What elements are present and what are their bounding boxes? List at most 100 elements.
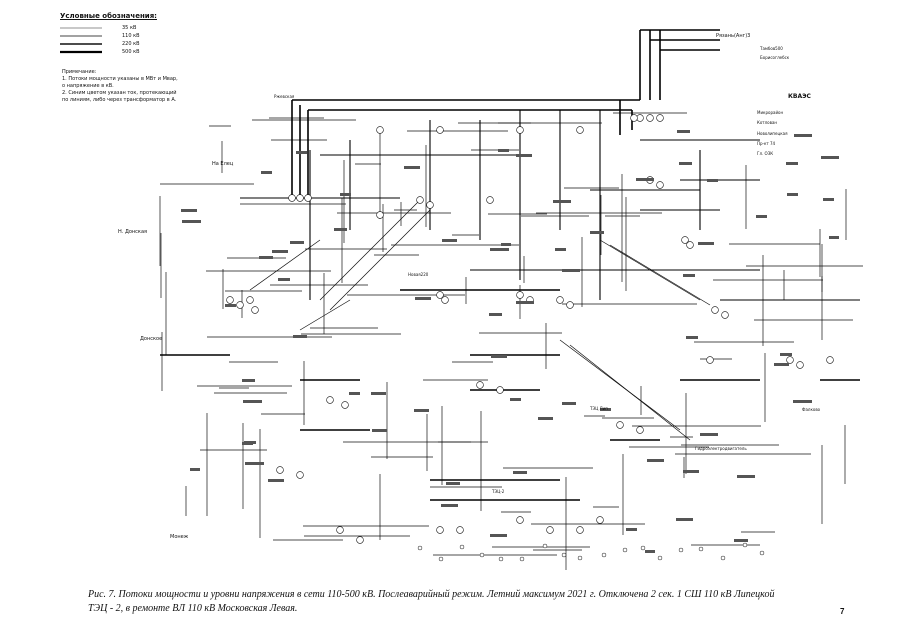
diagonal-line-0 <box>319 199 421 301</box>
value-label-53 <box>372 429 387 432</box>
transformer-node-20 <box>441 296 449 304</box>
legend-line-500kv <box>60 50 102 54</box>
value-label-45 <box>677 130 690 133</box>
transformer-node-45 <box>616 421 624 429</box>
value-label-51 <box>513 471 527 474</box>
transformer-node-48 <box>426 201 434 209</box>
generator-node-15 <box>720 555 726 561</box>
transformer-node-49 <box>486 196 494 204</box>
value-label-0 <box>489 313 502 316</box>
power-network-diagram: Рязань(Анг)3 КВАЭС Тамбов500 Борисоглебс… <box>118 29 863 570</box>
value-label-16 <box>441 504 458 507</box>
notes-line-1: 1. Потоки мощности указаны в МВт и Мвар, <box>62 76 178 82</box>
generator-node-7 <box>561 552 567 558</box>
label-tets2: ТЭЦ-2 <box>491 489 505 494</box>
value-label-65 <box>501 243 511 246</box>
transformer-node-7 <box>516 126 524 134</box>
value-label-54 <box>245 462 264 465</box>
value-label-68 <box>334 228 347 231</box>
transformer-node-15 <box>226 296 234 304</box>
generator-node-14 <box>698 546 704 552</box>
label-novolipetsk: Новолипецкая <box>757 131 788 136</box>
generator-node-8 <box>577 555 583 561</box>
transformer-node-34 <box>546 526 554 534</box>
value-label-50 <box>636 178 654 181</box>
transformer-node-50 <box>376 211 384 219</box>
value-label-17 <box>645 550 655 553</box>
transformer-node-42 <box>341 401 349 409</box>
transformer-node-9 <box>376 126 384 134</box>
label-kotlovan: Котлован <box>757 120 777 125</box>
value-label-49 <box>647 459 664 462</box>
value-label-61 <box>190 468 200 471</box>
generator-node-9 <box>601 552 607 558</box>
notes-line-2: о напряжение в кВ. <box>62 83 114 89</box>
label-falkovo: Фалково <box>802 407 821 412</box>
value-label-36 <box>821 156 839 159</box>
value-label-27 <box>181 209 197 212</box>
value-label-23 <box>737 475 755 478</box>
caption-line-1: Рис. 7. Потоки мощности и уровни напряже… <box>88 589 775 600</box>
transformer-node-18 <box>251 306 259 314</box>
value-label-18 <box>243 400 262 403</box>
transformer-node-6 <box>630 114 638 122</box>
generator-node-1 <box>438 556 444 562</box>
value-label-35 <box>756 215 767 218</box>
value-label-21 <box>786 162 798 165</box>
value-label-15 <box>676 518 693 521</box>
generator-node-12 <box>657 555 663 561</box>
value-label-59 <box>794 134 812 137</box>
transformer-node-2 <box>304 194 312 202</box>
value-label-5 <box>296 151 307 154</box>
transformer-node-38 <box>356 536 364 544</box>
transformer-node-36 <box>596 516 604 524</box>
transformer-node-32 <box>456 526 464 534</box>
diagonal-line-7 <box>249 239 321 291</box>
transformer-node-26 <box>721 311 729 319</box>
value-label-64 <box>371 392 386 395</box>
legend-label-110kv: 110 кВ <box>122 33 140 39</box>
value-label-58 <box>490 534 507 537</box>
value-label-2 <box>340 193 351 196</box>
value-label-34 <box>415 297 431 300</box>
value-label-44 <box>626 528 637 531</box>
transformer-node-27 <box>786 356 794 364</box>
label-rzhevka: Ржевская <box>274 94 295 99</box>
transformer-node-37 <box>336 526 344 534</box>
transformer-node-13 <box>681 236 689 244</box>
transformer-node-39 <box>276 466 284 474</box>
transformer-node-12 <box>656 181 664 189</box>
value-label-7 <box>516 154 532 157</box>
transformer-node-41 <box>326 396 334 404</box>
legend-line-110kv <box>60 35 102 37</box>
diagonal-line-1 <box>329 209 431 311</box>
transformer-node-19 <box>436 291 444 299</box>
value-label-55 <box>446 482 460 485</box>
value-label-43 <box>793 400 812 403</box>
label-tpp: ТЭЦ Лип <box>589 406 608 411</box>
legend-line-220kv <box>60 43 102 45</box>
value-label-67 <box>538 417 553 420</box>
transformer-node-46 <box>636 426 644 434</box>
transformer-node-24 <box>566 301 574 309</box>
legend-label-500kv: 500 кВ <box>122 49 140 55</box>
value-label-57 <box>293 335 307 338</box>
legend-title: Условные обозначения: <box>60 12 157 20</box>
value-label-52 <box>553 200 571 203</box>
transformer-node-5 <box>656 114 664 122</box>
generator-node-4 <box>498 556 504 562</box>
transformer-node-40 <box>296 471 304 479</box>
label-tambov: Тамбов500 <box>759 46 783 51</box>
generator-node-3 <box>479 552 485 558</box>
value-label-42 <box>244 441 256 444</box>
label-prosp74: Пр-кт 74 <box>757 141 776 146</box>
value-label-28 <box>259 256 273 259</box>
transformer-node-14 <box>686 241 694 249</box>
transformer-node-35 <box>576 526 584 534</box>
generator-node-13 <box>678 547 684 553</box>
value-label-38 <box>562 402 576 405</box>
legend-row-500kv: 500 кВ <box>60 48 220 56</box>
page-number: 7 <box>840 607 845 616</box>
diagonal-line-6 <box>299 299 351 331</box>
label-mikrorayon: Микрорайон <box>757 110 783 115</box>
